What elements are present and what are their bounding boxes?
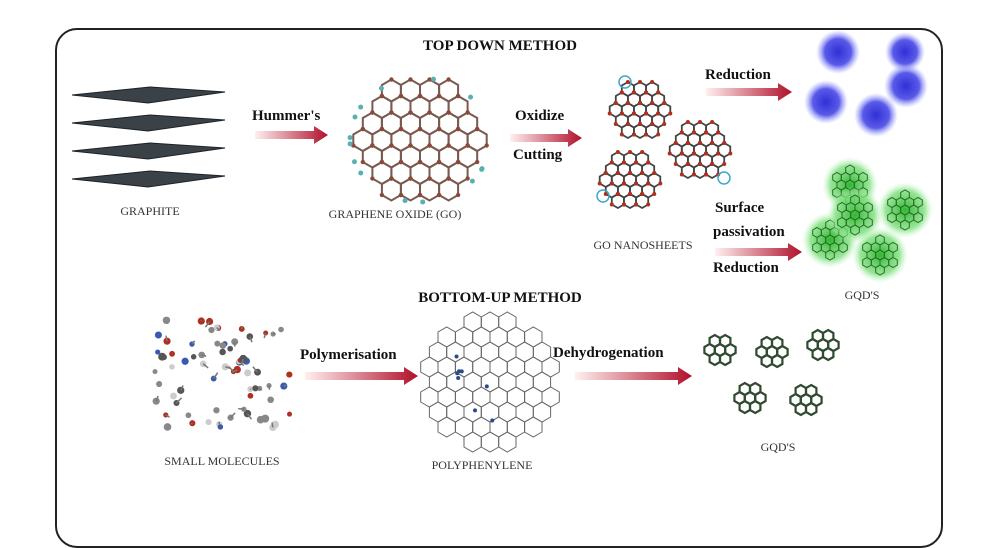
graphene-sheet (72, 143, 225, 159)
bottom-up-title: BOTTOM-UP METHOD (418, 290, 581, 307)
graphene-sheet (72, 115, 225, 131)
arrow-shape (715, 243, 802, 261)
gqd-top-label: GQD'S (845, 288, 880, 303)
small-molecules-label: SMALL MOLECULES (164, 454, 279, 469)
dehydrogenation-arrow (575, 367, 692, 385)
hummers-arrow (255, 126, 328, 144)
passivation-step-label: passivation (713, 224, 785, 241)
oxidize-cutting-arrow (510, 129, 582, 147)
passivation-reduction-arrow (715, 243, 802, 261)
reduction-top-step-label: Reduction (705, 67, 771, 84)
go-nanosheets-label: GO NANOSHEETS (594, 238, 693, 253)
reduction-top-arrow (706, 83, 792, 101)
surface-step-label: Surface (715, 200, 764, 217)
graphite-label: GRAPHITE (120, 204, 179, 219)
cutting-step-label: Cutting (513, 147, 562, 164)
blue-quantum-dots-icon (804, 30, 928, 137)
polyphenylene-label: POLYPHENYLENE (432, 458, 533, 473)
arrow-shape (305, 367, 418, 385)
polymerisation-step-label: Polymerisation (300, 347, 397, 364)
gqd-bottom-label: GQD'S (761, 440, 796, 455)
diagram-artwork (0, 0, 1006, 519)
graphite-layers-icon (72, 87, 225, 187)
arrow-shape (706, 83, 792, 101)
arrow-shape (510, 129, 582, 147)
polymerisation-arrow (305, 367, 418, 385)
polyphenylene-icon (421, 312, 560, 452)
small-molecules-icon (153, 317, 293, 431)
hummers-step-label: Hummer's (252, 108, 320, 125)
top-down-title: TOP DOWN METHOD (423, 38, 577, 55)
oxidize-step-label: Oxidize (515, 108, 564, 125)
dehydrogenation-step-label: Dehydrogenation (553, 345, 664, 362)
arrow-shape (255, 126, 328, 144)
graphene-sheet (72, 171, 225, 187)
graphene-oxide-molecule-icon (348, 77, 489, 205)
graphene-oxide-label: GRAPHENE OXIDE (GO) (329, 207, 462, 222)
graphene-sheet (72, 87, 225, 103)
reduction-bottom-step-label: Reduction (713, 260, 779, 277)
arrow-shape (575, 367, 692, 385)
green-quantum-dots-icon (802, 157, 933, 283)
graphene-quantum-dots-icon (704, 330, 838, 415)
